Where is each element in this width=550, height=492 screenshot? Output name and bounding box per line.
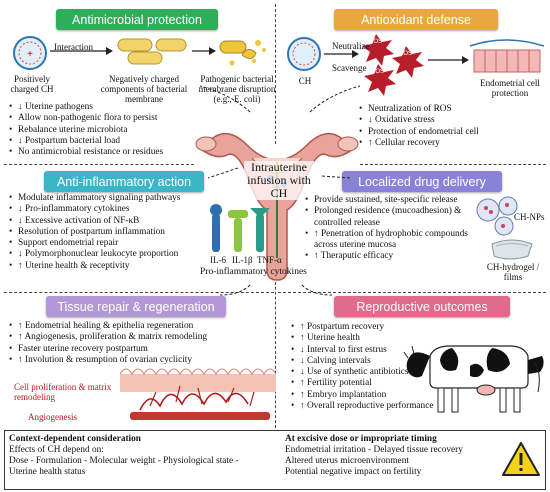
cytokines-label: Pro-inflammatory cytokines [200, 267, 307, 277]
anti-inflammatory-bullets: Modulate inflammatory signaling pathways… [8, 193, 212, 272]
context-line-3: Uterine health status [9, 467, 86, 477]
list-item: Allow non-pathogenic flora to persist [9, 113, 208, 125]
context-right-3: Potential negative impact on fertility [285, 467, 422, 477]
context-right-title: At excisive dose or impropriate timing [285, 434, 437, 444]
hydrogel-label: CH-hydrogel / films [486, 262, 540, 282]
list-item: ↑ Involution & resumption of ovarian cyc… [9, 355, 284, 367]
antioxidant-illustration [287, 34, 545, 96]
list-item: ↓ Postpartum bacterial load [9, 136, 208, 148]
reproductive-bullets: ↑ Postpartum recovery ↑ Uterine health ↓… [290, 322, 476, 413]
context-box: Context-dependent consideration Effects … [4, 430, 546, 490]
list-item: ↑ Angiogenesis, proliferation & matrix r… [9, 332, 284, 344]
antimicrobial-illustration: + [13, 36, 266, 70]
context-line-2: Dose - Formulation - Molecular weight - … [9, 456, 239, 466]
hydrogel-film-icon [491, 239, 533, 260]
tissue-repair-bullets: ↑ Endometrial healing & epithelia regene… [8, 321, 284, 366]
connector-arrows [199, 85, 361, 296]
list-item: ↓ Polymorphonuclear leukocyte proportion [9, 249, 212, 261]
context-line-1: Effects of CH depend on: [9, 445, 104, 455]
list-item: ↑ Overall reproductive performance [291, 401, 476, 413]
list-item: No antimicrobial resistance or residues [9, 147, 208, 159]
divider-right-upper [360, 164, 546, 165]
context-right-2: Altered uterus microenvironment [285, 456, 409, 466]
list-item: ↑ Cellular recovery [359, 138, 550, 150]
antimicrobial-bullets: ↓ Uterine pathogens Allow non-pathogenic… [8, 102, 208, 159]
angiogenesis-label: Angiogenesis [28, 412, 77, 422]
endometrial-cell-label: Endometrial cell protection [480, 78, 540, 98]
antioxidant-header: Antioxidant defense [334, 9, 498, 30]
bacterial-membrane-label: Negatively charged components of bacteri… [100, 74, 188, 104]
cytokine-receptors [210, 204, 270, 252]
drug-delivery-bullets: Provide sustained, site-specific release… [304, 195, 486, 263]
list-item: Provide sustained, site-specific release [305, 195, 486, 207]
list-item: ↓ Oxidative stress [359, 115, 550, 127]
divider-top [275, 4, 276, 144]
ros-label-2: ROS [399, 51, 413, 57]
list-item: ↑ Penetration of hydrophobic compounds a… [305, 229, 486, 252]
list-item: Neutralization of ROS [359, 104, 550, 116]
list-item: Faster uterine recovery postpartum [9, 344, 284, 356]
list-item: ↑ Embryo implantation [291, 390, 476, 402]
anti-inflammatory-header: Anti-inflammatory action [44, 171, 204, 192]
cytokine-il1b: IL-1β [232, 255, 253, 265]
list-item: ↑ Uterine health [291, 333, 476, 345]
neutralize-label: Neutralize [332, 41, 370, 51]
list-item: ↑ Fertility potential [291, 378, 476, 390]
list-item: Prolonged residence (mucoadhesion) & con… [305, 206, 486, 229]
proliferation-label: Cell proliferation & matrix remodeling [14, 382, 112, 402]
divider-right-lower [278, 292, 546, 293]
antimicrobial-header: Antimicrobial protection [56, 9, 218, 30]
antioxidant-ch-label: CH [298, 76, 312, 86]
divider-left-lower [4, 292, 274, 293]
scavenge-label: Scavenge [332, 63, 367, 73]
context-right-1: Endometrial irritation - Delayed tissue … [285, 445, 463, 455]
svg-text:+: + [27, 49, 33, 60]
list-item: Modulate inflammatory signaling pathways [9, 193, 212, 205]
center-title: Intrauterine infusion with CH [244, 161, 314, 200]
list-item: ↑ Postpartum recovery [291, 322, 476, 334]
list-item: ↓ Uterine pathogens [9, 102, 208, 114]
membrane-disruption-label: Pathogenic bacterial membrane disruption… [198, 74, 276, 104]
divider-left-upper [4, 164, 194, 165]
list-item: ↑ Theraputic efficacy [305, 251, 486, 263]
ros-label-3: ROS [371, 69, 385, 75]
warning-triangle-icon [502, 442, 540, 476]
ch-nps-label: CH-NPs [514, 212, 545, 222]
list-item: Support endometrial repair [9, 238, 212, 250]
reproductive-header: Reproductive outcomes [334, 296, 510, 317]
cytokine-tnfa: TNF-α [257, 255, 282, 265]
ros-label-1: ROS [369, 39, 383, 45]
list-item: ↓ Excessive activation of NF-κB [9, 216, 212, 228]
cow-icon [403, 345, 544, 413]
tissue-repair-header: Tissue repair & regeneration [46, 296, 226, 317]
interaction-label: Interaction [54, 42, 93, 52]
context-title: Context-dependent consideration [9, 434, 141, 444]
list-item: ↓ Pro-inflammatory cytokines [9, 204, 212, 216]
list-item: ↓ Use of synthetic antibiotics [291, 367, 476, 379]
list-item: ↓ Interval to first estrus [291, 345, 476, 357]
list-item: ↑ Uterine health & receptivity [9, 261, 212, 273]
ch-nps-icon [476, 196, 518, 236]
list-item: Resolution of postpartum inflammation [9, 227, 212, 239]
cytokine-il6: IL-6 [210, 255, 226, 265]
list-item: ↓ Calving intervals [291, 356, 476, 368]
drug-delivery-header: Localized drug delivery [342, 171, 502, 192]
endometrium-illustration [120, 368, 276, 420]
list-item: Protection of endometrial cell [359, 127, 550, 139]
positively-charged-ch-label: Positively charged CH [10, 74, 54, 94]
antioxidant-bullets: Neutralization of ROS ↓ Oxidative stress… [358, 104, 550, 149]
list-item: Rebalance uterine microbiota [9, 125, 208, 137]
list-item: ↑ Endometrial healing & epithelia regene… [9, 321, 284, 333]
